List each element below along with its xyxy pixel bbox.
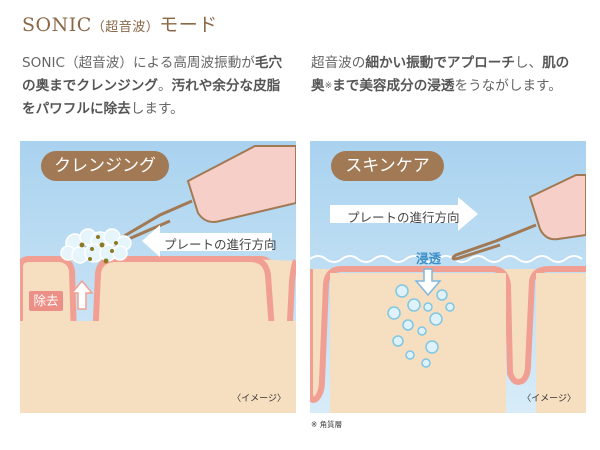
page-title: SONIC（超音波）モード — [22, 10, 218, 37]
title-paren: （超音波） — [92, 20, 160, 35]
desc-text: 超音波の — [311, 55, 365, 71]
image-note: 〈イメージ〉 — [522, 391, 576, 404]
skincare-badge: スキンケア — [331, 151, 444, 181]
cleansing-description: SONIC（超音波）による高周波振動が毛穴 の奥までクレンジング。汚れや余分な皮… — [22, 52, 282, 121]
desc-text: 。 — [158, 78, 172, 94]
skincare-scene — [310, 141, 586, 413]
desc-text: し、 — [515, 55, 542, 71]
desc-text: をうながします。 — [454, 78, 561, 94]
direction-label: プレートの進行方向 — [347, 207, 460, 226]
title-main: SONIC — [22, 14, 92, 36]
skincare-description: 超音波の細かい振動でアプローチし、肌の 奥※まで美容成分の浸透をうながします。 — [311, 52, 569, 98]
skin-fill — [330, 273, 506, 413]
desc-bold: まで美容成分の浸透 — [332, 78, 454, 94]
desc-bold: をパワフルに除去 — [22, 101, 131, 117]
description-line: 奥※まで美容成分の浸透をうながします。 — [311, 75, 569, 98]
removal-label: 除去 — [29, 291, 63, 311]
description-line: の奥までクレンジング。汚れや余分な皮脂 — [22, 75, 282, 98]
cleansing-badge: クレンジング — [41, 151, 169, 181]
description-line: をパワフルに除去します。 — [22, 98, 282, 121]
direction-label: プレートの進行方向 — [164, 234, 277, 253]
title-suffix: モード — [159, 14, 218, 36]
desc-bold: 細かい振動でアプローチ — [365, 55, 515, 71]
desc-bold: の奥までクレンジング — [22, 78, 158, 94]
desc-note-mark: ※ — [325, 81, 333, 91]
penetration-label: 浸透 — [416, 248, 441, 267]
desc-text: SONIC（超音波）による高周波振動が — [22, 55, 255, 71]
cleansing-scene — [20, 141, 296, 413]
desc-bold: 奥 — [311, 78, 325, 94]
desc-bold: 毛穴 — [255, 55, 282, 71]
skincare-illustration: スキンケア プレートの進行方向 浸透 〈イメージ〉 — [310, 141, 586, 413]
description-line: SONIC（超音波）による高周波振動が毛穴 — [22, 52, 282, 75]
cleansing-illustration: クレンジング プレートの進行方向 除去 〈イメージ〉 — [20, 141, 296, 413]
desc-bold: 肌の — [542, 55, 569, 71]
footnote: ※ 角質層 — [311, 419, 342, 430]
description-line: 超音波の細かい振動でアプローチし、肌の — [311, 52, 569, 75]
image-note: 〈イメージ〉 — [232, 391, 286, 404]
desc-bold: 汚れや余分な皮脂 — [172, 78, 281, 94]
desc-text: します。 — [131, 101, 184, 117]
